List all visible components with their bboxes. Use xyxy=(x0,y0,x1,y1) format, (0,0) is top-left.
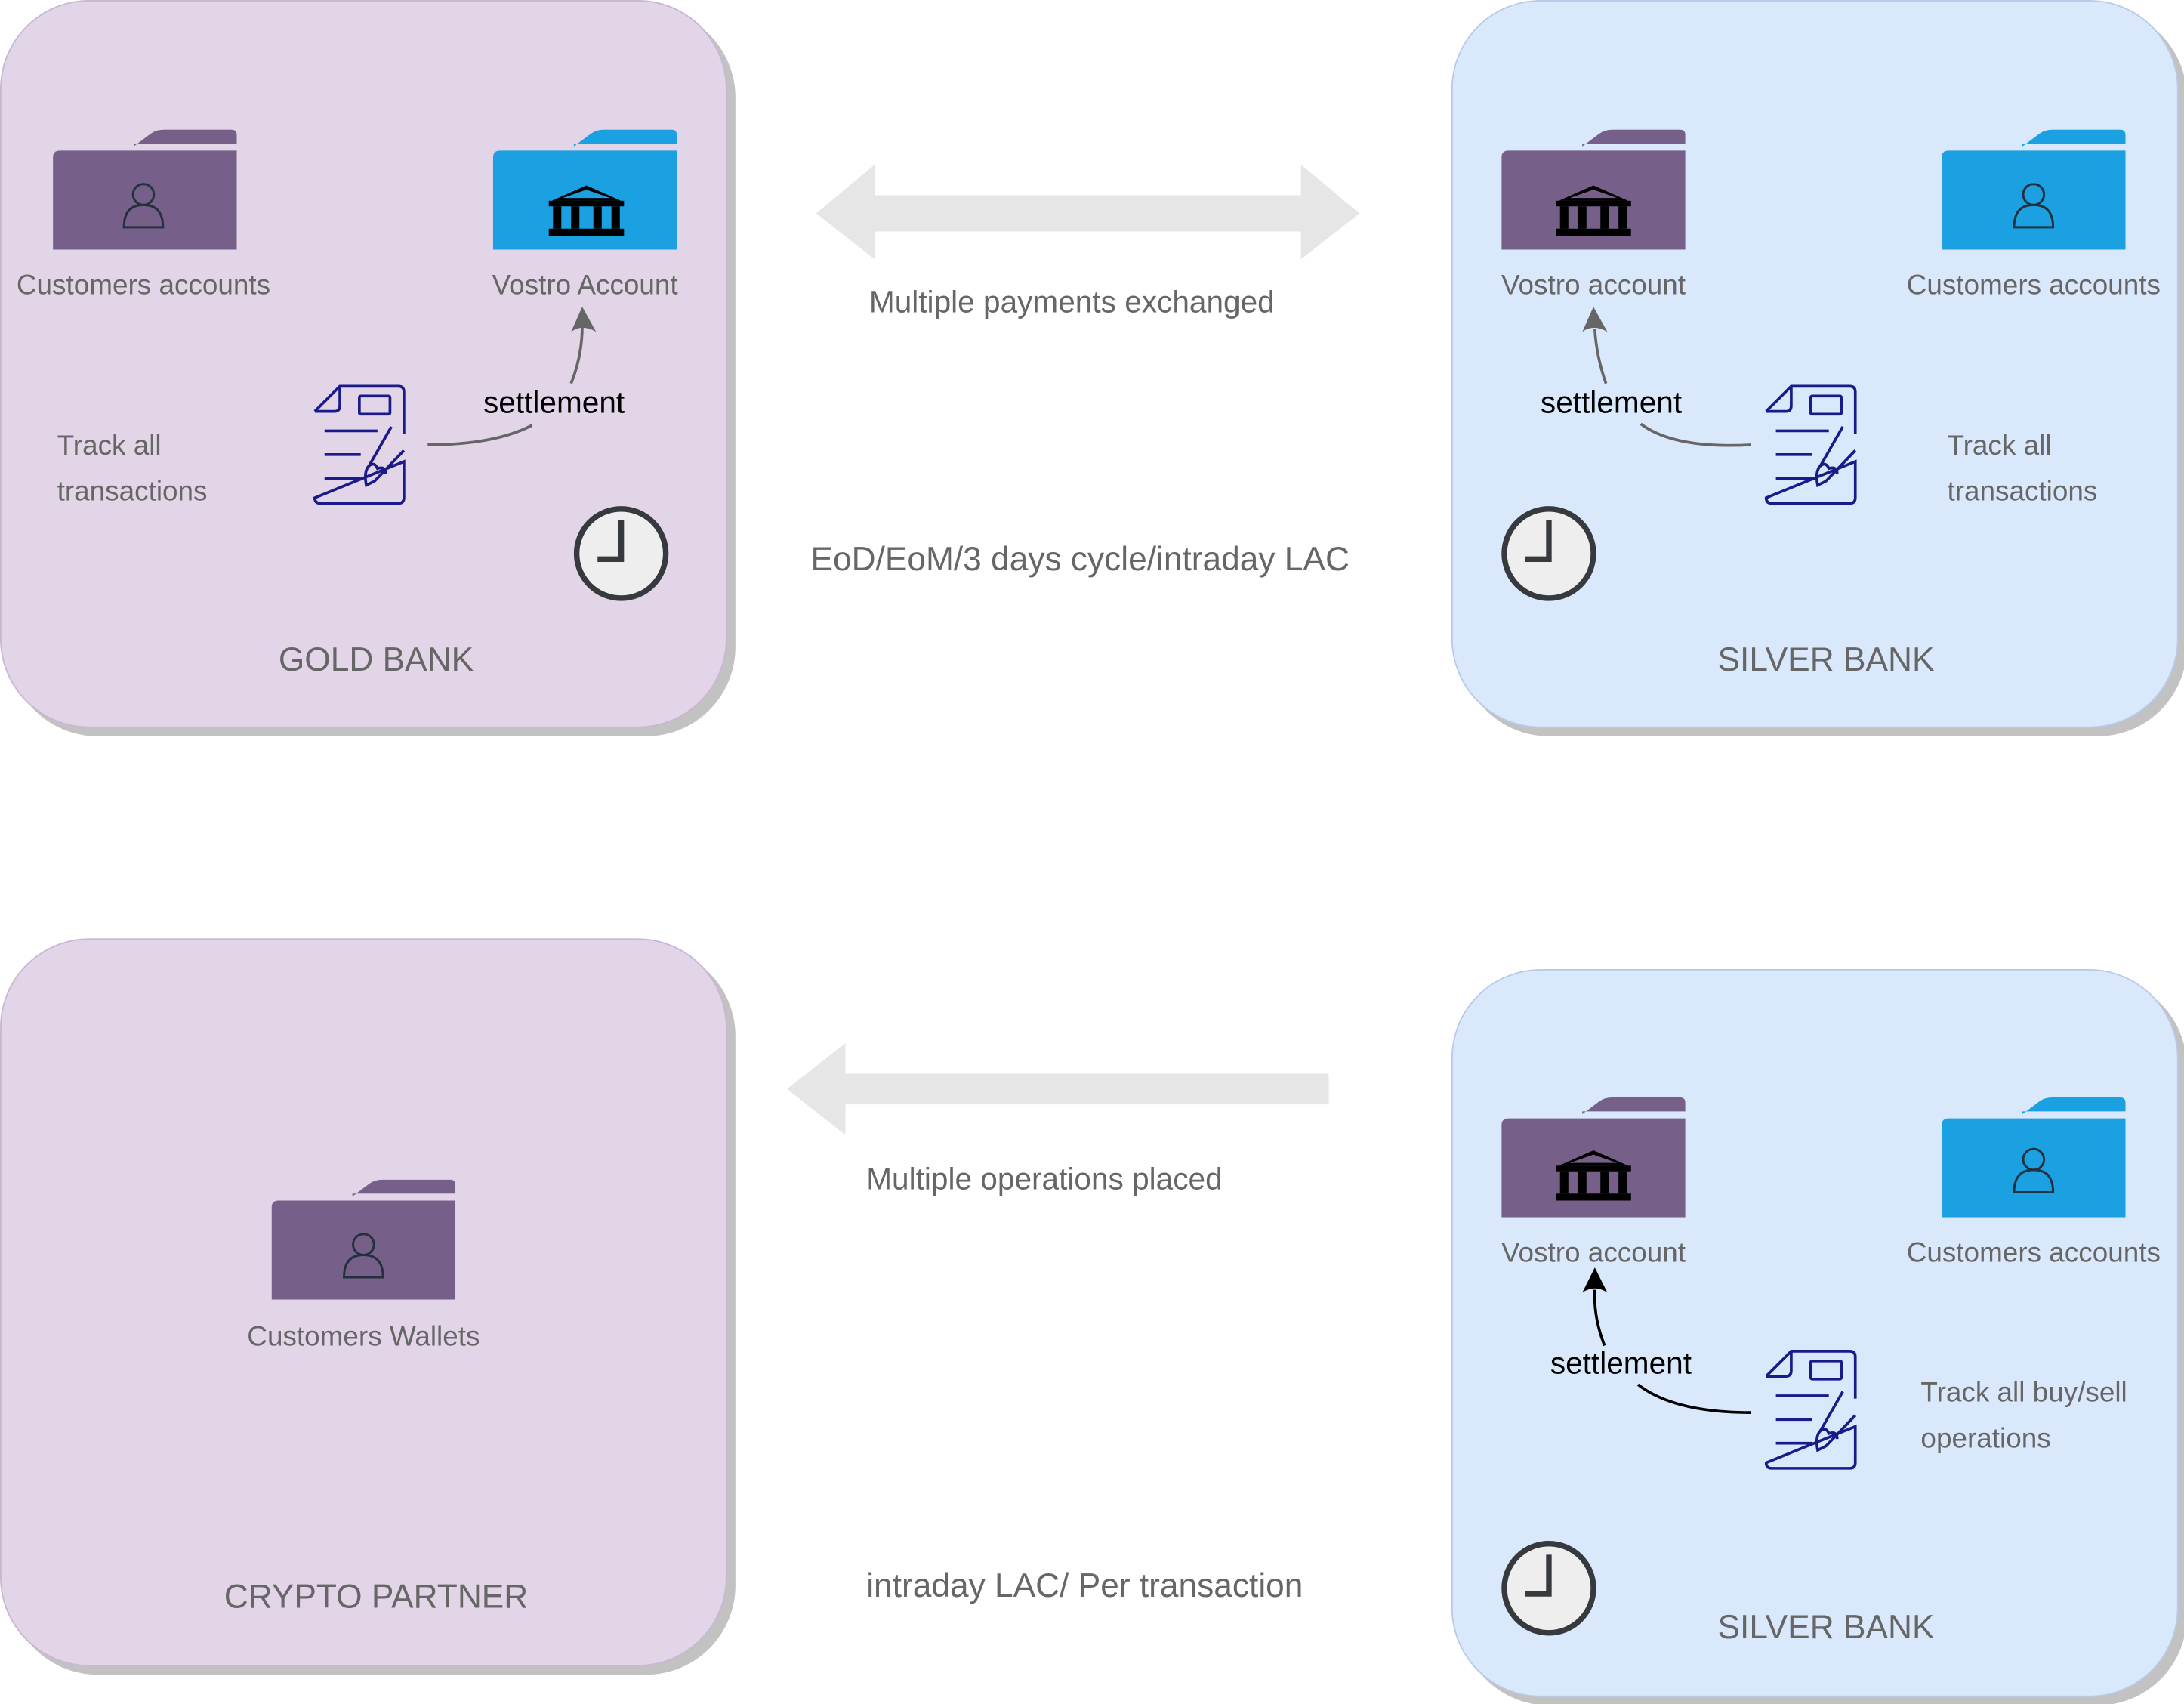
user-icon xyxy=(2013,181,2054,229)
operations-placed-label: Multiple operations placed xyxy=(866,1161,1223,1196)
bank-icon xyxy=(1554,186,1632,236)
vostro-account-label: Vostro account xyxy=(1501,1238,1686,1269)
clock-icon xyxy=(1500,1539,1597,1637)
customers-wallets-label: Customers Wallets xyxy=(247,1322,480,1353)
crypto-partner-title: CRYPTO PARTNER xyxy=(224,1578,529,1616)
gold-bank-panel[interactable] xyxy=(0,0,727,728)
track-line-2: operations xyxy=(1920,1423,2051,1455)
track-line-1: Track all buy/sell xyxy=(1920,1377,2127,1409)
gold-bank-title: GOLD BANK xyxy=(278,641,474,680)
payments-exchanged-label: Multiple payments exchanged xyxy=(868,284,1275,320)
user-icon xyxy=(2013,1146,2054,1193)
settlement-cycle-label: EoD/EoM/3 days cycle/intraday LAC xyxy=(810,541,1350,579)
silver-bank-panel-top[interactable] xyxy=(1451,0,2179,728)
customers-accounts-label: Customers accounts xyxy=(1906,1238,2161,1269)
user-icon xyxy=(343,1231,384,1279)
track-line-1: Track all xyxy=(1947,431,2052,462)
customers-accounts-label: Customers accounts xyxy=(16,270,271,301)
track-operations-label: Track all buy/sell operations xyxy=(1920,1371,2127,1463)
crypto-partner-panel[interactable] xyxy=(0,938,727,1667)
silver-bank-title: SILVER BANK xyxy=(1717,641,1935,680)
clock-icon xyxy=(1500,505,1597,602)
left-arrow-icon xyxy=(787,1042,1329,1135)
clock-icon xyxy=(572,505,670,602)
bank-icon xyxy=(1554,1150,1632,1200)
settlement-frequency-label: intraday LAC/ Per transaction xyxy=(866,1567,1303,1605)
settlement-label: settlement xyxy=(1550,1345,1692,1381)
track-line-1: Track all xyxy=(57,431,162,462)
track-transactions-label: Track all transactions xyxy=(57,424,208,516)
settlement-label: settlement xyxy=(1540,384,1683,420)
vostro-account-label: Vostro Account xyxy=(492,270,678,301)
double-arrow-icon xyxy=(816,164,1360,260)
customers-accounts-label: Customers accounts xyxy=(1906,270,2161,301)
track-line-2: transactions xyxy=(1947,477,2098,508)
settlement-label: settlement xyxy=(483,384,625,420)
bank-icon xyxy=(548,186,625,236)
user-icon xyxy=(122,181,164,229)
track-line-2: transactions xyxy=(57,477,208,508)
vostro-account-label: Vostro account xyxy=(1501,270,1686,301)
silver-bank-title: SILVER BANK xyxy=(1717,1609,1935,1647)
document-sign-icon xyxy=(313,385,411,505)
track-transactions-label: Track all transactions xyxy=(1947,424,2097,516)
document-sign-icon xyxy=(1765,385,1862,505)
document-sign-icon xyxy=(1765,1350,1862,1470)
